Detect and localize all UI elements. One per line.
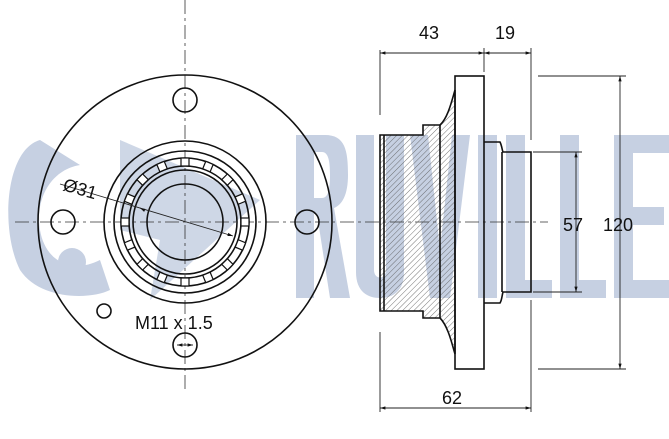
dim-43-label: 43	[419, 23, 439, 43]
flange-outline	[37, 74, 333, 370]
hub-body-section	[379, 89, 456, 355]
roller-cage	[120, 157, 250, 287]
roller-pocket	[240, 217, 250, 227]
watermark-letter-i	[478, 135, 497, 298]
locating-hole	[96, 303, 112, 319]
bearing-ring	[113, 150, 257, 294]
bore-diameter-label: Ø31	[61, 175, 99, 204]
inner-ring	[132, 169, 238, 275]
thread-label: M11 x 1.5	[135, 313, 213, 333]
watermark-letter-r	[296, 135, 350, 298]
roller-pocket	[136, 173, 150, 187]
bore-dim-line	[59, 183, 234, 237]
watermark-logo-dot	[58, 248, 86, 276]
watermark-logo-arrow	[120, 140, 260, 300]
roller-pocket	[120, 217, 130, 227]
roller-pocket	[136, 257, 150, 271]
dim-57-label: 57	[563, 215, 583, 235]
roller-pocket	[180, 277, 190, 287]
roller-pocket	[156, 271, 169, 284]
watermark-letter-e	[614, 135, 669, 298]
front-view: Ø31 M11 x 1.5	[15, 0, 335, 390]
roller-pocket	[234, 238, 247, 251]
bolt-hole-top	[172, 87, 198, 113]
bolt-hole-left	[50, 209, 76, 235]
roller-pocket	[123, 193, 136, 206]
watermark-letter-l1	[506, 135, 552, 298]
bore-dim-arrow	[139, 207, 146, 212]
dim-19-label: 19	[495, 23, 515, 43]
roller-pocket	[180, 157, 190, 167]
roller-pocket	[220, 173, 234, 187]
roller-pocket	[201, 271, 214, 284]
flange	[454, 75, 485, 370]
bore	[146, 183, 224, 261]
pilot-spigot	[484, 141, 532, 304]
bolt-hole-right	[294, 209, 320, 235]
roller-pocket	[220, 257, 234, 271]
side-view: 43 19 57 120 62	[340, 23, 633, 412]
bolt-hole-bottom	[172, 332, 198, 358]
roller-pocket	[156, 160, 169, 173]
roller-pocket	[123, 238, 136, 251]
roller-pocket	[201, 160, 214, 173]
watermark-logo-mark	[8, 140, 110, 296]
roller-pocket	[234, 193, 247, 206]
watermark-letter-l2	[560, 135, 606, 298]
outer-ring	[103, 140, 267, 304]
dim-62-label: 62	[442, 388, 462, 408]
dim-120-label: 120	[603, 215, 633, 235]
